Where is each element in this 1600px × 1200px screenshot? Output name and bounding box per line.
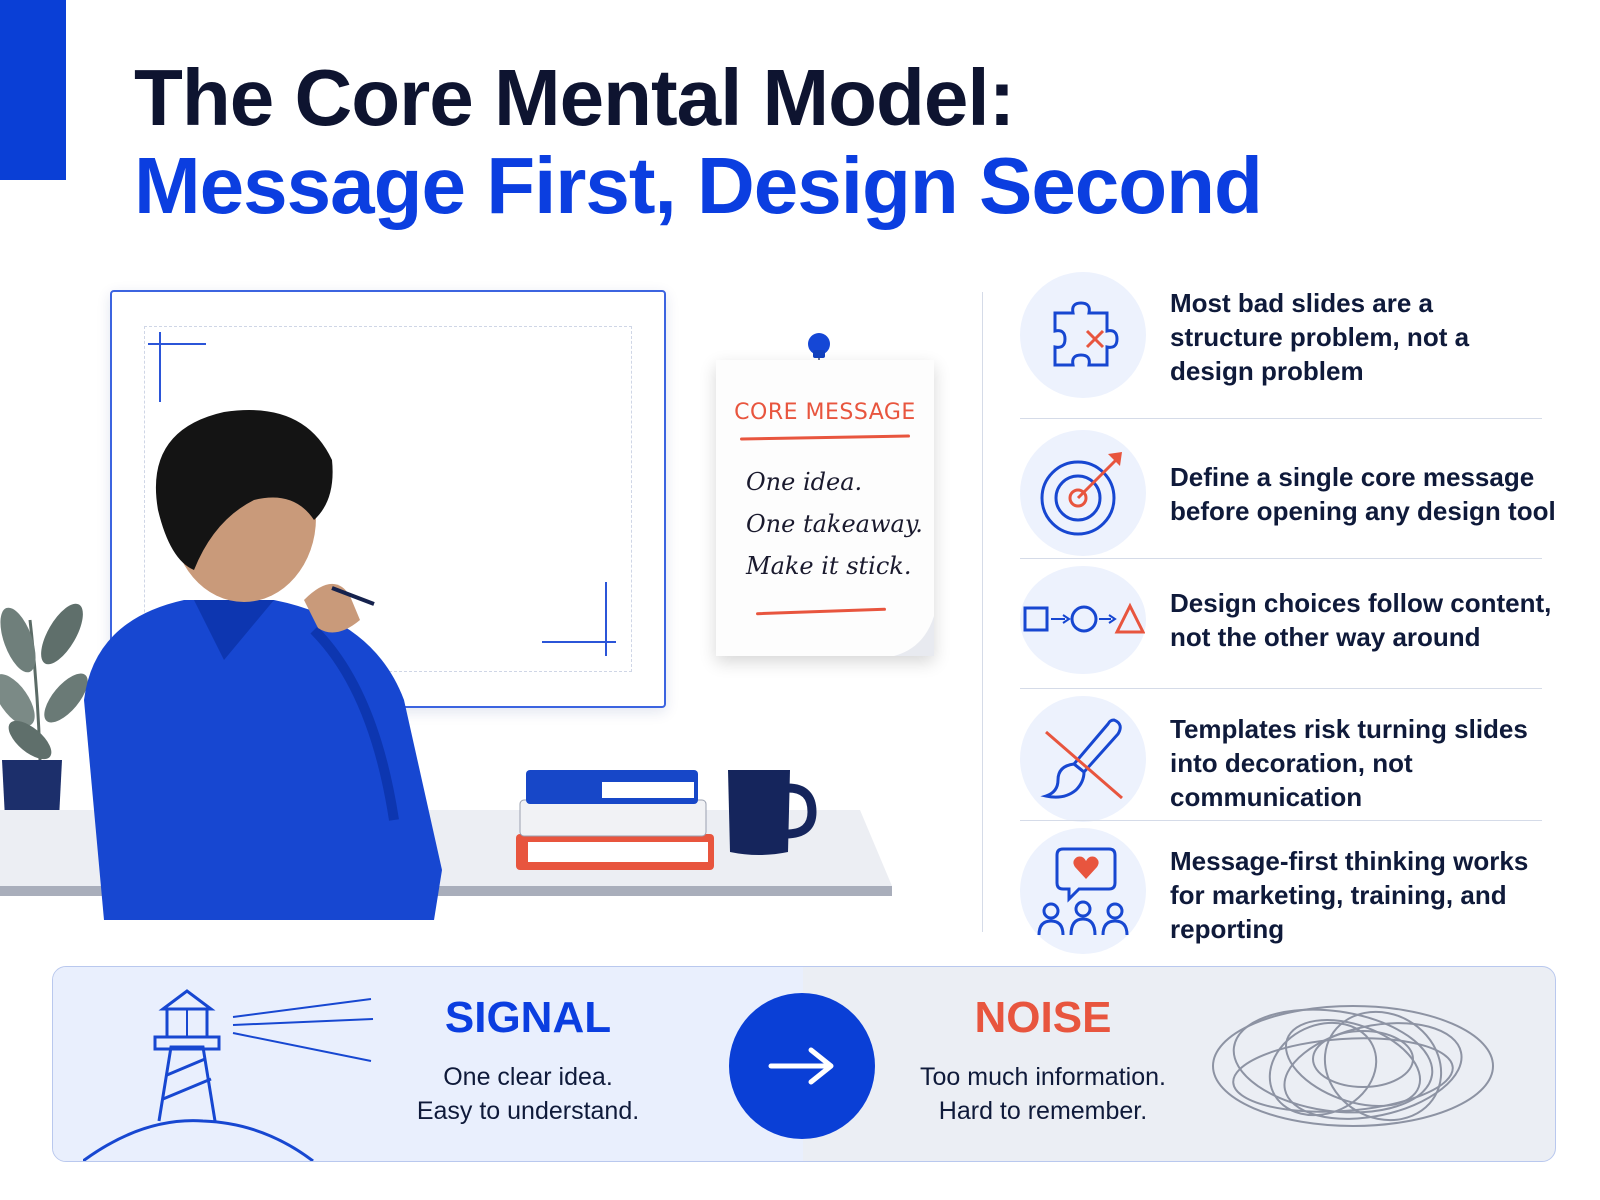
point-line: before opening any design tool xyxy=(1170,496,1556,526)
note-underline xyxy=(755,607,887,616)
point-line: Most bad slides are a xyxy=(1170,288,1433,318)
column-divider xyxy=(982,292,983,932)
noise-line: Too much information. xyxy=(920,1063,1166,1091)
point-line: structure problem, not a xyxy=(1170,322,1470,352)
point-line: for marketing, training, and xyxy=(1170,880,1507,910)
person-illustration xyxy=(84,410,442,920)
list-separator xyxy=(1020,820,1542,821)
signal-noise-panel: SIGNAL One clear idea. Easy to understan… xyxy=(52,966,1556,1162)
point-line: communication xyxy=(1170,782,1363,812)
scribble-icon xyxy=(1212,1005,1494,1127)
accent-bar xyxy=(0,0,66,180)
note-line: Make it stick. xyxy=(746,552,912,580)
point-line: Message-first thinking works xyxy=(1170,846,1529,876)
page-title: The Core Mental Model: xyxy=(134,53,1015,142)
page-subtitle: Message First, Design Second xyxy=(134,141,1263,230)
point-line: Design choices follow content, xyxy=(1170,588,1552,618)
note-curl xyxy=(894,616,934,656)
note-line: One takeaway. xyxy=(746,510,923,538)
list-separator xyxy=(1020,688,1542,689)
signal-heading: SIGNAL xyxy=(444,993,612,1042)
brush-crossed-icon xyxy=(1020,696,1146,822)
signal-line: Easy to understand. xyxy=(416,1097,640,1125)
whiteboard-corner-marks xyxy=(148,332,616,656)
puzzle-x-icon xyxy=(1020,272,1146,398)
books-icon xyxy=(516,770,714,870)
noise-heading: NOISE xyxy=(974,993,1112,1042)
target-icon xyxy=(1020,430,1146,556)
shapes-flow-icon xyxy=(1020,566,1146,674)
note-underline xyxy=(739,434,911,441)
point-line: not the other way around xyxy=(1170,622,1481,652)
point-line: design problem xyxy=(1170,356,1364,386)
note-line: One idea. xyxy=(746,468,863,496)
signal-line: One clear idea. xyxy=(443,1063,613,1091)
noise-line: Hard to remember. xyxy=(938,1097,1148,1125)
arrow-right-icon xyxy=(729,993,875,1139)
mug-icon xyxy=(728,770,817,855)
lighthouse-icon xyxy=(83,989,374,1161)
point-line: Define a single core message xyxy=(1170,462,1535,492)
point-line: into decoration, not xyxy=(1170,748,1413,778)
point-line: reporting xyxy=(1170,914,1285,944)
point-line: Templates risk turning slides xyxy=(1170,714,1528,744)
core-message-note: CORE MESSAGE One idea. One takeaway. Mak… xyxy=(716,360,934,656)
illustration-scene: CORE MESSAGE One idea. One takeaway. Mak… xyxy=(0,280,960,940)
audience-heart-icon xyxy=(1020,828,1146,954)
list-separator xyxy=(1020,418,1542,419)
list-separator xyxy=(1020,558,1542,559)
note-heading: CORE MESSAGE xyxy=(734,400,916,425)
